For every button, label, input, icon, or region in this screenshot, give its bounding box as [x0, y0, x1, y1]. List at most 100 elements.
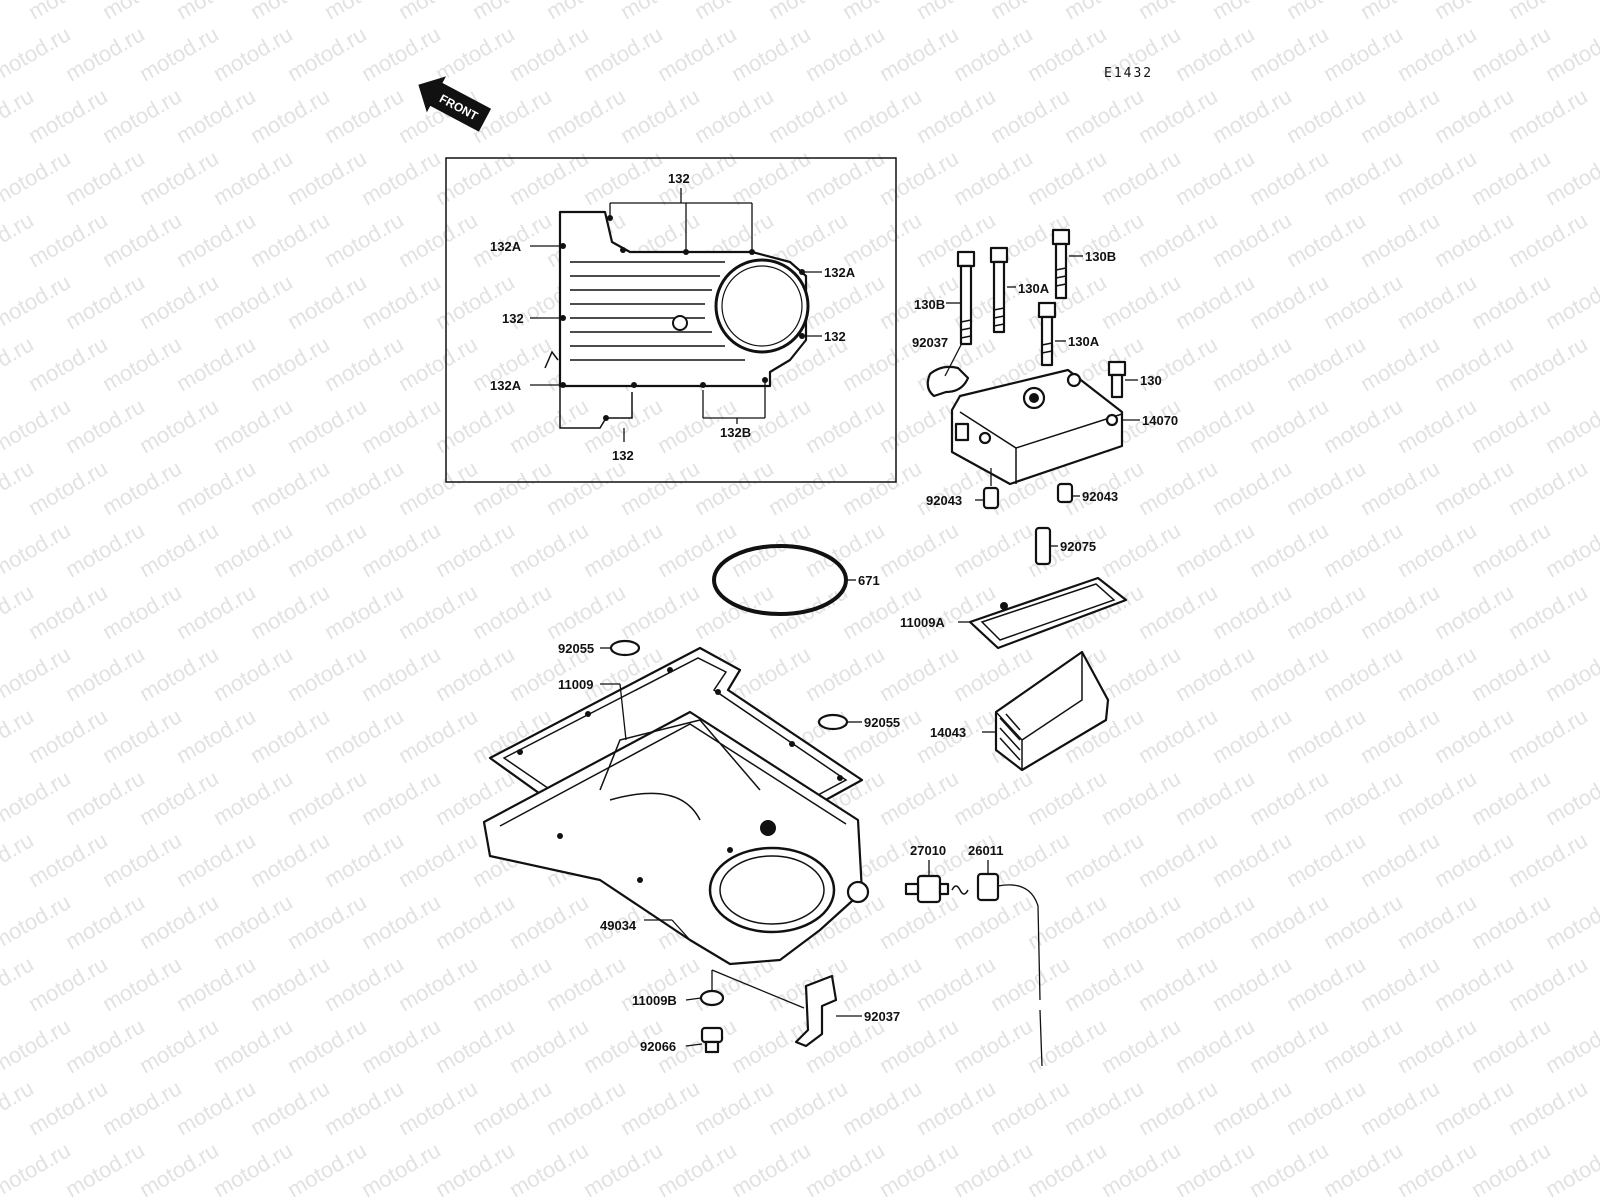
watermark-text: motod.ru: [1393, 145, 1481, 210]
label-132-right: 132: [824, 329, 846, 344]
watermark-text: motod.ru: [1430, 83, 1518, 148]
drain-plug-92066: [700, 1026, 724, 1054]
watermark-text: motod.ru: [24, 455, 112, 520]
watermark-text: motod.ru: [1208, 951, 1296, 1016]
watermark-text: motod.ru: [1541, 1013, 1600, 1078]
watermark-text: motod.ru: [394, 703, 482, 768]
watermark-text: motod.ru: [468, 579, 556, 644]
watermark-text: motod.ru: [61, 765, 149, 830]
watermark-text: motod.ru: [357, 145, 445, 210]
watermark-text: motod.ru: [1060, 827, 1148, 892]
watermark-text: motod.ru: [1171, 765, 1259, 830]
watermark-text: motod.ru: [1282, 455, 1370, 520]
watermark-text: motod.ru: [653, 145, 741, 210]
watermark-text: motod.ru: [505, 21, 593, 86]
watermark-text: motod.ru: [357, 889, 445, 954]
watermark-text: motod.ru: [1208, 827, 1296, 892]
watermark-text: motod.ru: [912, 951, 1000, 1016]
watermark-text: motod.ru: [949, 145, 1037, 210]
watermark-text: motod.ru: [653, 517, 741, 582]
watermark-text: motod.ru: [98, 331, 186, 396]
watermark-text: motod.ru: [1282, 83, 1370, 148]
watermark-text: motod.ru: [357, 21, 445, 86]
label-92037-bottom: 92037: [864, 1009, 900, 1024]
watermark-text: motod.ru: [1356, 83, 1444, 148]
label-11009: 11009: [558, 677, 593, 692]
watermark-text: motod.ru: [283, 641, 371, 706]
tube-92075: [1034, 526, 1052, 566]
watermark-text: motod.ru: [1541, 1137, 1600, 1200]
watermark-text: motod.ru: [320, 1075, 408, 1140]
watermark-text: motod.ru: [1134, 83, 1222, 148]
dowel-92043-right: [1056, 482, 1074, 504]
watermark-text: motod.ru: [1319, 641, 1407, 706]
watermark-text: motod.ru: [98, 207, 186, 272]
watermark-text: motod.ru: [1393, 1137, 1481, 1200]
watermark-text: motod.ru: [1319, 269, 1407, 334]
watermark-text: motod.ru: [764, 1075, 852, 1140]
watermark-text: motod.ru: [1393, 269, 1481, 334]
breather-leader-lines: [944, 255, 1140, 733]
watermark-text: motod.ru: [1208, 331, 1296, 396]
watermark-text: motod.ru: [61, 21, 149, 86]
watermark-text: motod.ru: [1060, 1075, 1148, 1140]
watermark-text: motod.ru: [1504, 951, 1592, 1016]
watermark-text: motod.ru: [61, 1137, 149, 1200]
watermark-text: motod.ru: [209, 889, 297, 954]
watermark-text: motod.ru: [135, 145, 223, 210]
watermark-text: motod.ru: [727, 21, 815, 86]
watermark-text: motod.ru: [727, 517, 815, 582]
watermark-text: motod.ru: [505, 517, 593, 582]
label-14043: 14043: [930, 725, 966, 740]
watermark-text: motod.ru: [172, 83, 260, 148]
label-92037-top: 92037: [912, 335, 948, 350]
watermark-text: motod.ru: [986, 951, 1074, 1016]
watermark-text: motod.ru: [209, 269, 297, 334]
watermark-text: motod.ru: [1504, 455, 1592, 520]
watermark-text: motod.ru: [1504, 703, 1592, 768]
watermark-text: motod.ru: [1060, 455, 1148, 520]
watermark-text: motod.ru: [209, 1013, 297, 1078]
watermark-text: motod.ru: [246, 827, 334, 892]
watermark-text: motod.ru: [1393, 517, 1481, 582]
watermark-text: motod.ru: [1097, 889, 1185, 954]
watermark-text: motod.ru: [61, 1013, 149, 1078]
part-labels: 132 132A 132A 132 132 132A 132 132B 130B…: [490, 171, 1178, 1054]
watermark-text: motod.ru: [838, 83, 926, 148]
watermark-text: motod.ru: [1393, 21, 1481, 86]
watermark-text: motod.ru: [1245, 1137, 1333, 1200]
watermark-text: motod.ru: [246, 455, 334, 520]
watermark-text: motod.ru: [1097, 641, 1185, 706]
watermark-text: motod.ru: [1208, 83, 1296, 148]
label-49034: 49034: [600, 918, 637, 933]
watermark-text: motod.ru: [653, 21, 741, 86]
watermark-text: motod.ru: [320, 455, 408, 520]
watermark-text: motod.ru: [1171, 1137, 1259, 1200]
watermark-text: motod.ru: [468, 951, 556, 1016]
label-130B-left: 130B: [914, 297, 945, 312]
label-132A-left-top: 132A: [490, 239, 522, 254]
pressure-switch-27010: [904, 874, 969, 904]
watermark-text: motod.ru: [1504, 207, 1592, 272]
watermark-text: motod.ru: [542, 83, 630, 148]
watermark-text: motod.ru: [1134, 827, 1222, 892]
watermark-text: motod.ru: [1282, 703, 1370, 768]
watermark-text: motod.ru: [801, 641, 889, 706]
watermark-text: motod.ru: [1467, 517, 1555, 582]
watermark-text: motod.ru: [1134, 1075, 1222, 1140]
watermark-text: motod.ru: [690, 83, 778, 148]
watermark-text: motod.ru: [98, 703, 186, 768]
watermark-text: motod.ru: [505, 1137, 593, 1200]
watermark-text: motod.ru: [209, 517, 297, 582]
watermark-text: motod.ru: [172, 951, 260, 1016]
watermark-text: motod.ru: [1245, 765, 1333, 830]
watermark-text: motod.ru: [1430, 579, 1518, 644]
watermark-text: motod.ru: [172, 207, 260, 272]
watermark-text: motod.ru: [690, 455, 778, 520]
bolt-130A-top: [989, 246, 1009, 334]
watermark-text: motod.ru: [542, 455, 630, 520]
watermark-text: motod.ru: [246, 703, 334, 768]
watermark-text: motod.ru: [135, 21, 223, 86]
watermark-text: motod.ru: [320, 331, 408, 396]
